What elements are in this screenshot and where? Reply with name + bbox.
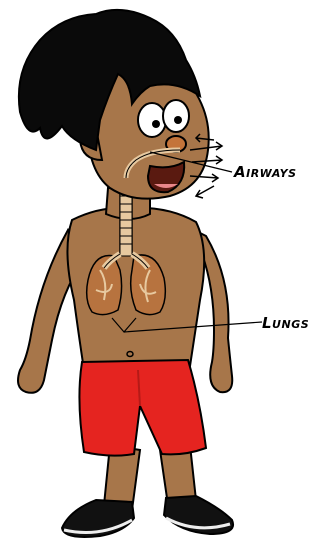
shoes <box>62 496 233 537</box>
lungs-label: Lungs <box>262 314 309 332</box>
airways-label: Airways <box>234 163 297 181</box>
shorts <box>79 360 206 456</box>
